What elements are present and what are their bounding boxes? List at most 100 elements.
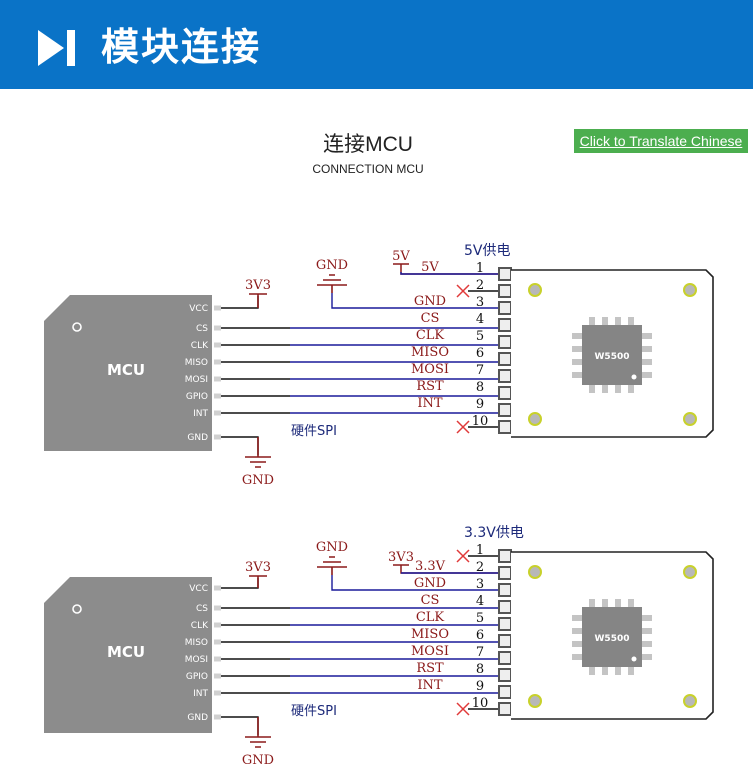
mcu-pin-label: CLK bbox=[191, 341, 209, 351]
mcu-ground-symbol bbox=[245, 437, 271, 468]
header-pin-number: 3 bbox=[476, 577, 484, 592]
mcu-pin-pad bbox=[214, 714, 221, 720]
mcu-pin-label: VCC bbox=[189, 584, 208, 594]
mcu-pin-label: GND bbox=[187, 713, 208, 723]
mcu-pin-label: INT bbox=[193, 689, 208, 699]
header-pin-number: 4 bbox=[476, 312, 484, 327]
header-pin-number: 3 bbox=[476, 295, 484, 310]
chip-pin bbox=[572, 628, 582, 634]
chip-pin bbox=[642, 359, 652, 365]
mcu-pin-label: INT bbox=[193, 409, 208, 419]
header-pin-pad bbox=[498, 267, 512, 281]
header-pin-pad bbox=[498, 651, 512, 665]
header-pin-number: 1 bbox=[476, 261, 484, 276]
header-signal-label: 3.3V bbox=[415, 559, 446, 574]
translate-button[interactable]: Click to Translate Chinese bbox=[574, 129, 748, 153]
chip-body bbox=[582, 607, 642, 667]
header-pin-pad bbox=[498, 284, 512, 298]
header-signal-label: CS bbox=[421, 311, 440, 326]
mcu-body bbox=[44, 577, 212, 733]
mcu-pin-pad bbox=[214, 376, 221, 382]
chip-pin bbox=[572, 346, 582, 352]
chip-pin bbox=[642, 333, 652, 339]
vcc-wire bbox=[221, 296, 259, 309]
chip-pin bbox=[572, 333, 582, 339]
header-pin-number: 10 bbox=[472, 696, 489, 711]
gnd-wire bbox=[221, 436, 259, 455]
header-pin-pad bbox=[498, 335, 512, 349]
supply-gnd-symbol bbox=[317, 274, 347, 293]
mcu-pin-pad bbox=[214, 359, 221, 365]
supply-power-wire bbox=[400, 272, 498, 275]
mcu-pin-pad bbox=[214, 305, 221, 311]
play-skip-icon bbox=[38, 30, 75, 66]
chip-pin bbox=[615, 667, 621, 675]
chip-pin bbox=[628, 385, 634, 393]
chip-pin1-dot bbox=[631, 374, 637, 380]
mcu-pin-pad bbox=[214, 585, 221, 591]
header-pin-number: 2 bbox=[476, 560, 484, 575]
chip-pin bbox=[589, 667, 595, 675]
mcu-pin-pad bbox=[214, 434, 221, 440]
chip-pin bbox=[642, 654, 652, 660]
supply-gnd-label: GND bbox=[316, 540, 348, 555]
header-pin-pad bbox=[498, 352, 512, 366]
mounting-hole bbox=[528, 565, 542, 579]
mcu-pin-pad bbox=[214, 639, 221, 645]
mcu-pin-label: GND bbox=[187, 433, 208, 443]
mcu-pin-pad bbox=[214, 393, 221, 399]
header-pin-number: 6 bbox=[476, 346, 484, 361]
chip-pin bbox=[589, 317, 595, 325]
header-signal-label: INT bbox=[417, 678, 443, 693]
no-connect-icon bbox=[456, 549, 470, 563]
header-pin-number: 9 bbox=[476, 679, 484, 694]
mcu-pin-label: CS bbox=[196, 324, 208, 334]
mcu-label: MCU bbox=[107, 643, 145, 661]
vcc-power-symbol bbox=[249, 575, 267, 588]
no-connect-icon bbox=[456, 420, 470, 434]
header-pin-number: 6 bbox=[476, 628, 484, 643]
wiring-diagram-5v: 5V供电MCUVCCCSCLKMISOMOSIGPIOINTGND3V3GND硬… bbox=[44, 243, 714, 488]
mcu-pin-label: GPIO bbox=[186, 392, 208, 402]
chip-pin bbox=[615, 599, 621, 607]
section-subtitle: CONNECTION MCU bbox=[312, 162, 424, 176]
chip-pin bbox=[628, 667, 634, 675]
wiring-diagram-3v3: 3.3V供电MCUVCCCSCLKMISOMOSIGPIOINTGND3V3GN… bbox=[44, 525, 714, 768]
header-pin-number: 4 bbox=[476, 594, 484, 609]
mcu-pin1-marker bbox=[72, 604, 82, 614]
power-title: 3.3V供电 bbox=[464, 525, 524, 541]
chip-pin bbox=[602, 667, 608, 675]
header-pin-pad bbox=[498, 386, 512, 400]
header-pin-pad bbox=[498, 668, 512, 682]
gnd-wire bbox=[221, 716, 259, 735]
header-pin-pad bbox=[498, 634, 512, 648]
chip-pin bbox=[602, 385, 608, 393]
header-signal-label: MISO bbox=[411, 345, 449, 360]
mcu-pin1-marker bbox=[72, 322, 82, 332]
power-title: 5V供电 bbox=[464, 243, 510, 259]
mounting-hole bbox=[528, 412, 542, 426]
mcu-pin-pad bbox=[214, 605, 221, 611]
mcu-pin-label: GPIO bbox=[186, 672, 208, 682]
mcu-pin-label: CS bbox=[196, 604, 208, 614]
chip-pin bbox=[572, 654, 582, 660]
header-signal-label: 5V bbox=[421, 260, 439, 275]
mcu-pin-pad bbox=[214, 673, 221, 679]
header-pin-number: 9 bbox=[476, 397, 484, 412]
mcu-pin-pad bbox=[214, 656, 221, 662]
header-signal-label: MOSI bbox=[411, 362, 449, 377]
supply-gnd-symbol bbox=[317, 556, 347, 575]
chip-pin bbox=[642, 628, 652, 634]
header-pin-number: 5 bbox=[476, 611, 484, 626]
supply-power-label: 5V bbox=[392, 249, 410, 264]
mcu-pin-label: MISO bbox=[185, 638, 208, 648]
mcu-ground-symbol bbox=[245, 717, 271, 748]
no-connect-icon bbox=[456, 702, 470, 716]
header-signal-label: CLK bbox=[416, 328, 445, 343]
mcu-gnd-label: GND bbox=[242, 473, 274, 488]
header-pin-number: 7 bbox=[476, 645, 484, 660]
header-pin-pad bbox=[498, 702, 512, 716]
header-pin-number: 2 bbox=[476, 278, 484, 293]
header-signal-label: MISO bbox=[411, 627, 449, 642]
chip-pin bbox=[642, 641, 652, 647]
